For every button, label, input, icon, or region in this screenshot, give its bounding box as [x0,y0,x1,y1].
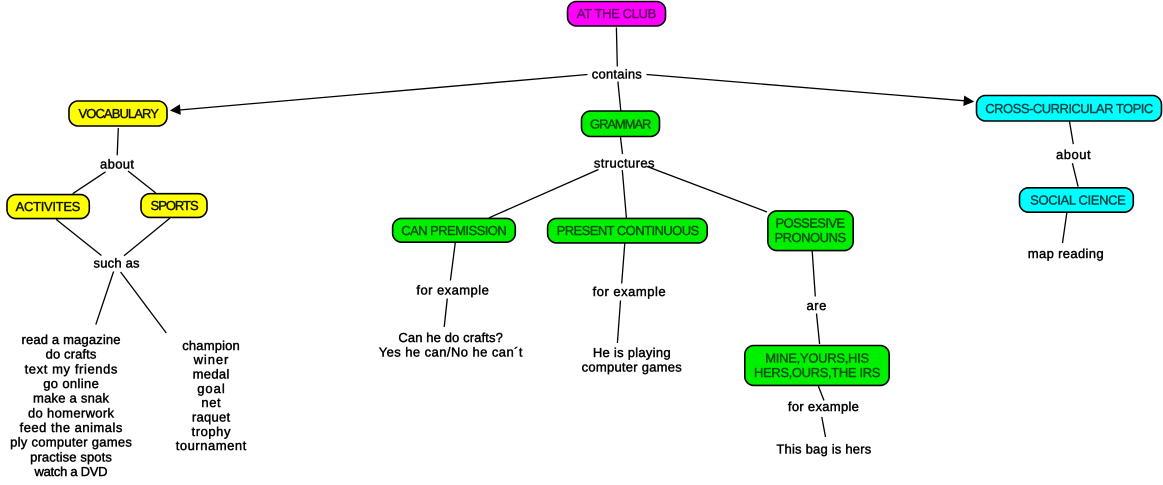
svg-text:Yes he can/No he can´t: Yes he can/No he can´t [379,345,523,360]
svg-text:goal: goal [197,381,225,396]
svg-text:HERS,OURS,THE IRS: HERS,OURS,THE IRS [754,365,881,380]
svg-text:are: are [807,298,827,313]
svg-text:winer: winer [193,352,229,367]
svg-text:SOCIAL CIENCE: SOCIAL CIENCE [1030,193,1126,208]
svg-text:for example: for example [593,284,666,299]
svg-text:for example: for example [416,282,488,297]
svg-text:Can he do crafts?: Can he do crafts? [398,330,502,345]
svg-text:computer games: computer games [582,359,683,374]
svg-text:feed the animals: feed the animals [20,420,123,435]
svg-text:map reading: map reading [1028,246,1104,261]
svg-text:POSSESIVE: POSSESIVE [776,215,846,230]
svg-text:tournament: tournament [176,438,247,453]
svg-text:MINE,YOURS,HIS: MINE,YOURS,HIS [765,350,869,365]
svg-text:structures: structures [594,155,655,170]
svg-text:about: about [1056,147,1091,162]
svg-text:This bag is hers: This bag is hers [776,441,871,456]
svg-text:make a snak: make a snak [33,391,110,406]
svg-text:CAN PREMISSION: CAN PREMISSION [401,223,507,238]
svg-text:VOCABULARY: VOCABULARY [79,106,160,121]
svg-text:AT THE CLUB: AT THE CLUB [577,6,657,21]
svg-text:raquet: raquet [192,410,231,425]
svg-text:ACTIVITES: ACTIVITES [16,199,81,214]
svg-text:do homerwork: do homerwork [28,405,115,420]
svg-text:such as: such as [94,255,141,270]
svg-text:CROSS-CURRICULAR TOPIC: CROSS-CURRICULAR TOPIC [985,101,1153,116]
svg-text:read a magazine: read a magazine [22,332,121,347]
svg-text:GRAMMAR: GRAMMAR [590,116,651,131]
svg-text:champion: champion [182,338,240,353]
svg-text:SPORTS: SPORTS [151,198,199,213]
svg-text:net: net [201,395,221,410]
svg-text:ply computer games: ply computer games [10,435,132,450]
svg-text:PRESENT CONTINUOUS: PRESENT CONTINUOUS [557,223,700,238]
svg-text:text my friends: text my friends [25,361,118,376]
svg-text:medal: medal [193,367,230,382]
svg-text:watch a DVD: watch a DVD [34,464,108,479]
svg-text:contains: contains [592,67,643,82]
svg-text:for example: for example [788,399,859,414]
svg-text:practise spots: practise spots [30,449,112,464]
svg-text:do crafts: do crafts [46,347,97,362]
svg-text:go online: go online [43,376,99,391]
svg-text:PRONOUNS: PRONOUNS [774,230,846,245]
svg-text:trophy: trophy [192,424,231,439]
svg-text:He is playing: He is playing [593,345,671,360]
svg-text:about: about [100,156,134,171]
